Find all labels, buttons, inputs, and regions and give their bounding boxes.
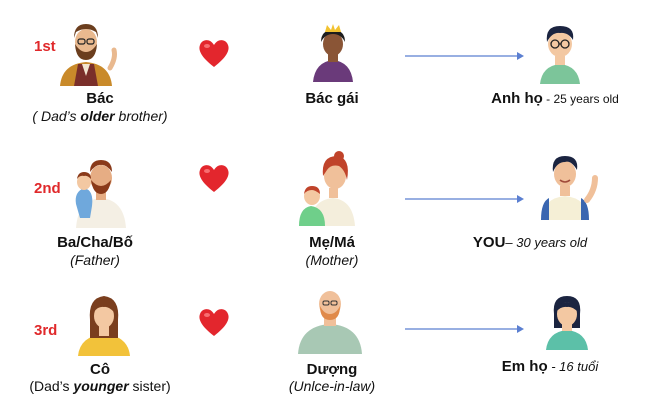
row3-middle-name: Dượng — [306, 361, 358, 378]
heart-icon — [199, 309, 229, 336]
uncle-in-law-avatar — [298, 291, 362, 354]
row1-right-label: Anh họ - 25 years old — [491, 90, 619, 107]
row3-right-label: Em họ - 16 tuổi — [501, 358, 599, 375]
row2-middle-name: Mẹ/Má — [309, 234, 355, 251]
father-avatar — [75, 160, 126, 228]
row2-left-name: Ba/Cha/Bố — [57, 234, 133, 251]
you-avatar — [541, 156, 598, 220]
row2-left-subtitle: (Father) — [70, 252, 120, 268]
row3-ordinal: 3rd — [34, 322, 58, 339]
mother-avatar — [299, 151, 355, 226]
heart-icon — [199, 40, 229, 67]
heart-icon — [199, 165, 229, 192]
row1-ordinal: 1st — [34, 38, 56, 55]
older-cousin-avatar — [540, 26, 580, 84]
row3-left-subtitle: (Dad’s younger sister) — [29, 378, 171, 394]
row3-middle-subtitle: (Unlce-in-law) — [288, 378, 376, 394]
younger-cousin-avatar — [546, 296, 588, 350]
row3-left-name: Cô — [90, 361, 110, 378]
aunt-by-marriage-avatar — [313, 24, 353, 82]
row1-middle-name: Bác gái — [305, 90, 359, 107]
aunt-younger-avatar — [78, 296, 130, 356]
row2-middle-subtitle: (Mother) — [305, 252, 359, 268]
row2-ordinal: 2nd — [34, 180, 61, 197]
arrow-right-icon — [405, 325, 524, 333]
row1-left-name: Bác — [86, 90, 114, 107]
arrow-right-icon — [405, 195, 524, 203]
uncle-older-avatar — [60, 24, 117, 86]
row2-right-label: YOU– 30 years old — [472, 234, 588, 251]
arrow-right-icon — [405, 52, 524, 60]
row1-left-subtitle: ( Dad’s older brother) — [32, 108, 168, 124]
